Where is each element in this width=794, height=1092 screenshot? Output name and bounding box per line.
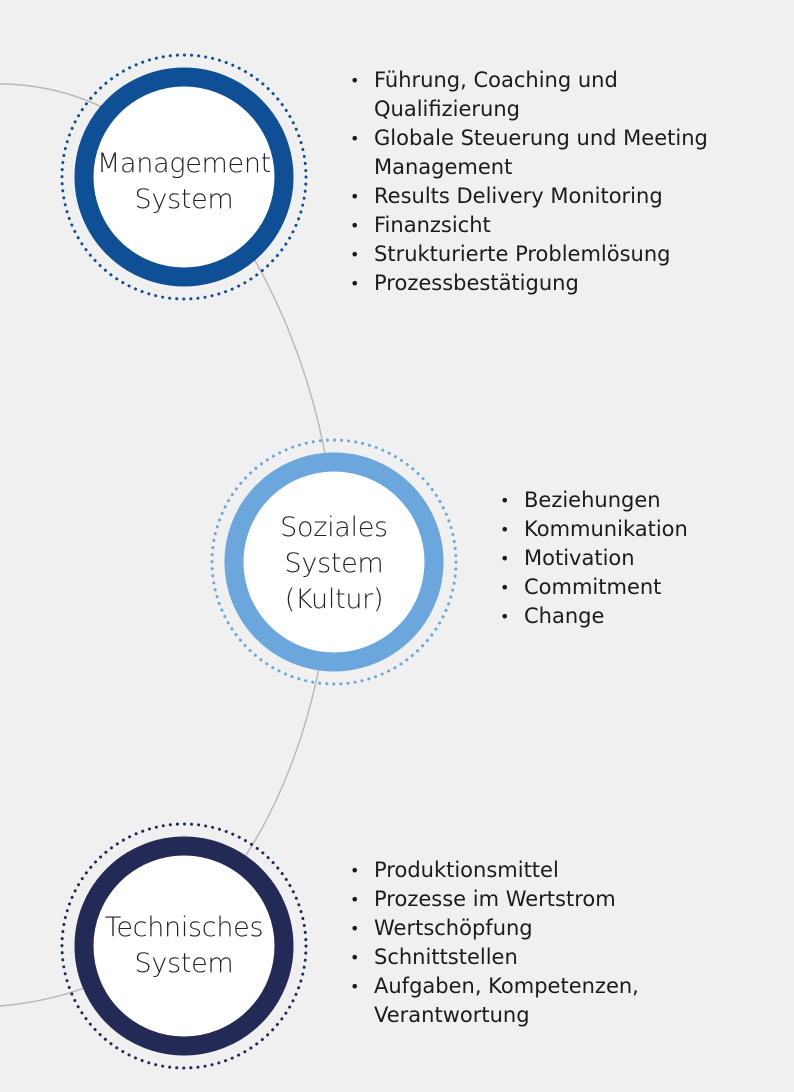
list-item: Change bbox=[500, 602, 780, 631]
social-ring bbox=[224, 452, 444, 672]
list-item: Prozesse im Wertstrom bbox=[350, 885, 680, 914]
social-title-line-2: System bbox=[284, 548, 384, 579]
technical-ring bbox=[74, 836, 294, 1056]
technical-dotted-ring bbox=[60, 822, 308, 1070]
social-system-node bbox=[210, 438, 458, 686]
management-ring bbox=[74, 67, 294, 287]
list-item: Schnittstellen bbox=[350, 943, 680, 972]
list-item: Finanzsicht bbox=[350, 211, 750, 240]
list-item: Wertschöpfung bbox=[350, 914, 680, 943]
technical-system-title: Technisches System bbox=[84, 910, 284, 982]
list-item: Globale Steuerung und Meeting Management bbox=[350, 124, 750, 182]
technical-title-line-2: System bbox=[134, 948, 234, 979]
management-dotted-ring bbox=[60, 53, 308, 301]
list-item: Aufgaben, Kompetenzen, Verantwortung bbox=[350, 972, 680, 1030]
list-item: Beziehungen bbox=[500, 486, 780, 515]
list-item: Commitment bbox=[500, 573, 780, 602]
management-title-line-1: Management bbox=[97, 148, 271, 179]
list-item: Führung, Coaching und Qualifizierung bbox=[350, 66, 750, 124]
social-system-title: Soziales System (Kultur) bbox=[234, 510, 434, 618]
management-system-node bbox=[60, 53, 308, 301]
list-item: Produktionsmittel bbox=[350, 856, 680, 885]
list-item: Prozessbestätigung bbox=[350, 269, 750, 298]
list-item: Motivation bbox=[500, 544, 780, 573]
list-item: Kommunikation bbox=[500, 515, 780, 544]
list-item: Results Delivery Monitoring bbox=[350, 182, 750, 211]
technical-system-node bbox=[60, 822, 308, 1070]
management-items-list: Führung, Coaching und Qualifizierung Glo… bbox=[350, 66, 750, 298]
social-title-line-1: Soziales bbox=[280, 512, 388, 543]
social-items-list: Beziehungen Kommunikation Motivation Com… bbox=[500, 486, 780, 631]
social-title-line-3: (Kultur) bbox=[284, 584, 384, 615]
technical-title-line-1: Technisches bbox=[104, 912, 264, 943]
technical-items-list: Produktionsmittel Prozesse im Wertstrom … bbox=[350, 856, 680, 1030]
management-system-title: Management System bbox=[84, 146, 284, 218]
social-dotted-ring bbox=[210, 438, 458, 686]
list-item: Strukturierte Problemlösung bbox=[350, 240, 750, 269]
management-title-line-2: System bbox=[134, 184, 234, 215]
